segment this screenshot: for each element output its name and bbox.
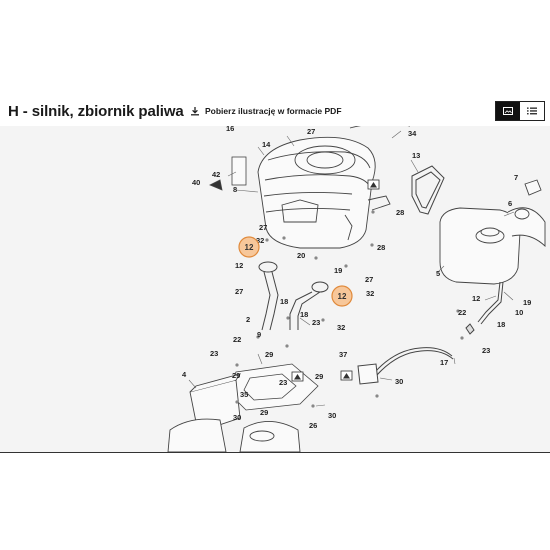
part-label-29[interactable]: 29 — [260, 408, 268, 417]
exhaust-pipes-drawing — [258, 261, 329, 331]
top-blank-area — [0, 0, 550, 100]
part-label-18[interactable]: 18 — [300, 310, 308, 319]
long-fuel-line-drawing — [357, 347, 454, 385]
marker-box-glyphs — [294, 182, 377, 380]
part-label-18[interactable]: 18 — [280, 297, 288, 306]
part-label-27[interactable]: 27 — [365, 275, 373, 284]
part-label-26[interactable]: 26 — [309, 421, 317, 430]
bottom-blank-area — [0, 453, 550, 550]
part-label-13[interactable]: 13 — [412, 151, 420, 160]
part-label-22[interactable]: 22 — [233, 335, 241, 344]
parts-diagram-svg: 1614273442840137272863228201219272732518… — [167, 126, 546, 452]
part-label-23[interactable]: 23 — [210, 349, 218, 358]
image-icon — [503, 102, 513, 120]
part-label-27[interactable]: 27 — [235, 287, 243, 296]
leader-lines — [188, 130, 515, 407]
part-label-37[interactable]: 37 — [339, 350, 347, 359]
part-label-29[interactable]: 29 — [265, 350, 273, 359]
part-label-12[interactable]: 12 — [472, 294, 480, 303]
part-label-32[interactable]: 32 — [337, 323, 345, 332]
part-label-20[interactable]: 20 — [297, 251, 305, 260]
part-label-19[interactable]: 19 — [334, 266, 342, 275]
download-icon — [190, 106, 200, 116]
list-view-button[interactable] — [520, 102, 544, 120]
view-toggle — [495, 101, 545, 121]
part-label-5[interactable]: 5 — [436, 269, 440, 278]
label-plate-drawing — [209, 156, 247, 191]
part-label-29[interactable]: 29 — [315, 372, 323, 381]
gasket-drawing — [411, 165, 445, 215]
fuel-line-drawing — [465, 281, 504, 335]
part-label-30[interactable]: 30 — [328, 411, 336, 420]
part-label-28[interactable]: 28 — [396, 208, 404, 217]
part-label-23[interactable]: 23 — [482, 346, 490, 355]
part-label-16[interactable]: 16 — [226, 126, 234, 133]
part-label-23[interactable]: 23 — [279, 378, 287, 387]
part-label-34[interactable]: 34 — [408, 129, 417, 138]
highlight-circle-12[interactable] — [238, 236, 260, 258]
part-label-27[interactable]: 27 — [307, 127, 315, 136]
bottom-divider — [0, 452, 550, 453]
part-label-27[interactable]: 27 — [259, 223, 267, 232]
fuel-tank-drawing — [439, 207, 546, 285]
part-label-40[interactable]: 40 — [192, 178, 200, 187]
muffler-drawing — [167, 418, 301, 452]
part-label-30[interactable]: 30 — [395, 377, 403, 386]
image-view-button[interactable] — [496, 102, 520, 120]
part-label-4[interactable]: 4 — [182, 370, 187, 379]
part-label-30[interactable]: 30 — [233, 413, 241, 422]
part-label-10[interactable]: 10 — [515, 308, 523, 317]
part-label-35[interactable]: 35 — [240, 390, 248, 399]
part-label-17[interactable]: 17 — [440, 358, 448, 367]
part-label-42[interactable]: 42 — [212, 170, 220, 179]
part-label-2[interactable]: 2 — [246, 315, 250, 324]
engine-drawing — [257, 126, 410, 249]
download-pdf-label: Pobierz ilustrację w formacie PDF — [205, 106, 342, 116]
part-label-23[interactable]: 23 — [312, 318, 320, 327]
part-label-6[interactable]: 6 — [508, 199, 512, 208]
mounting-plate-drawing — [227, 363, 319, 411]
part-label-29[interactable]: 29 — [232, 371, 240, 380]
highlight-label-12[interactable]: 12 — [245, 243, 254, 252]
part-label-14[interactable]: 14 — [262, 140, 271, 149]
part-label-28[interactable]: 28 — [377, 243, 385, 252]
part-label-32[interactable]: 32 — [256, 236, 264, 245]
fuel-cap-drawing — [514, 179, 542, 220]
download-pdf-link[interactable]: Pobierz ilustrację w formacie PDF — [190, 106, 342, 116]
highlight-label-12[interactable]: 12 — [338, 292, 347, 301]
part-label-7[interactable]: 7 — [514, 173, 518, 182]
page-title: H - silnik, zbiornik paliwa — [8, 103, 184, 120]
part-label-32[interactable]: 32 — [366, 289, 374, 298]
part-label-18[interactable]: 18 — [497, 320, 505, 329]
fasteners-drawing — [235, 210, 464, 408]
part-label-9[interactable]: 9 — [257, 330, 261, 339]
part-label-19[interactable]: 19 — [523, 298, 531, 307]
part-label-12[interactable]: 12 — [235, 261, 243, 270]
part-label-8[interactable]: 8 — [233, 185, 237, 194]
part-label-22[interactable]: 22 — [458, 308, 466, 317]
list-icon — [527, 102, 537, 120]
highlight-circle-12[interactable] — [331, 285, 353, 307]
